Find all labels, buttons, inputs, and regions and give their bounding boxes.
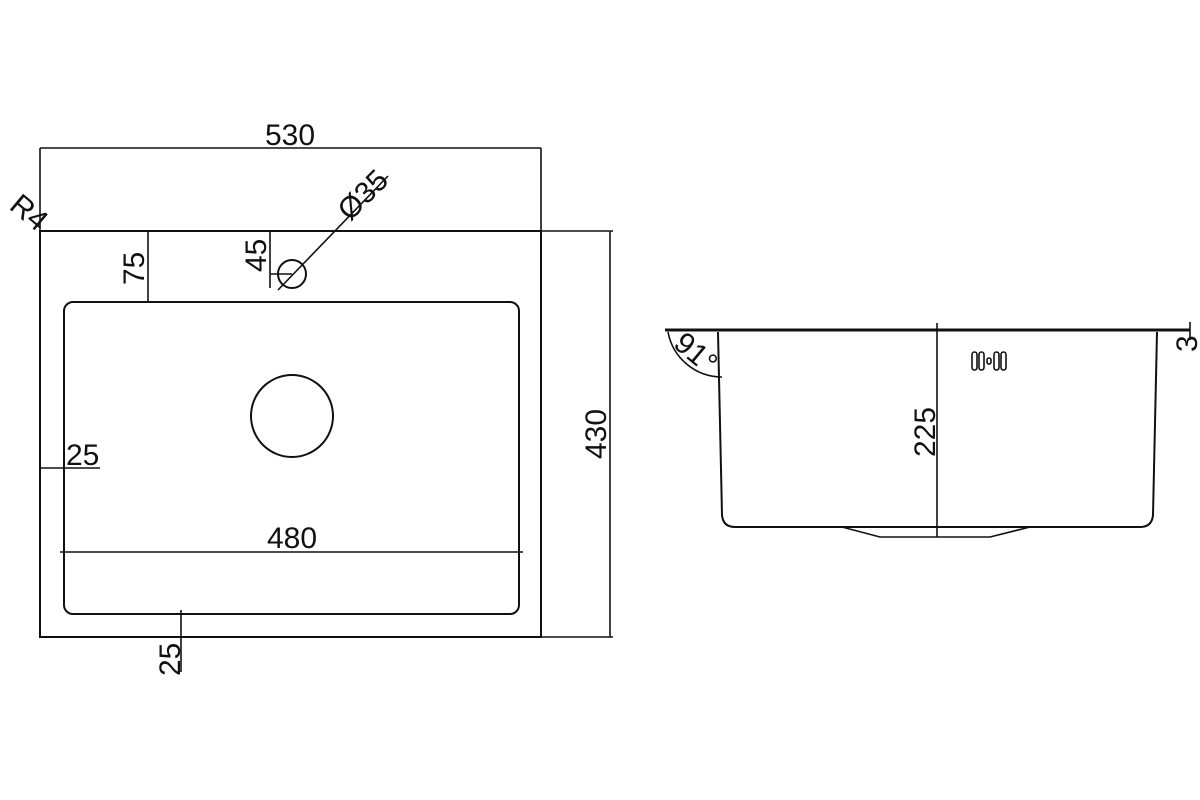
drain-hole bbox=[250, 374, 334, 458]
bowl-offset-top-label: 75 bbox=[118, 252, 151, 285]
tap-hole-leader bbox=[277, 175, 389, 291]
bowl-outline bbox=[63, 301, 520, 615]
top-view: 530 R4 Ø35 45 75 25 480 25 430 bbox=[4, 119, 613, 676]
tap-offset-label: 45 bbox=[240, 239, 273, 272]
angle-label: 91° bbox=[668, 326, 724, 380]
side-view: 225 91° 3 bbox=[665, 322, 1200, 538]
overflow-icon bbox=[971, 351, 1007, 371]
bowl-width-label: 480 bbox=[267, 522, 317, 555]
width-label: 530 bbox=[265, 119, 315, 152]
rim-thickness-label: 3 bbox=[1171, 335, 1200, 352]
tap-hole-label: Ø35 bbox=[332, 164, 395, 227]
angle-arc bbox=[667, 331, 723, 378]
bowl-offset-bottom-label: 25 bbox=[154, 643, 187, 676]
sink-outline bbox=[39, 230, 542, 638]
bowl-offset-left-label: 25 bbox=[66, 439, 99, 472]
depth-label: 430 bbox=[580, 409, 613, 459]
drain-outlet bbox=[841, 526, 1031, 538]
bowl-depth-label: 225 bbox=[909, 407, 942, 457]
